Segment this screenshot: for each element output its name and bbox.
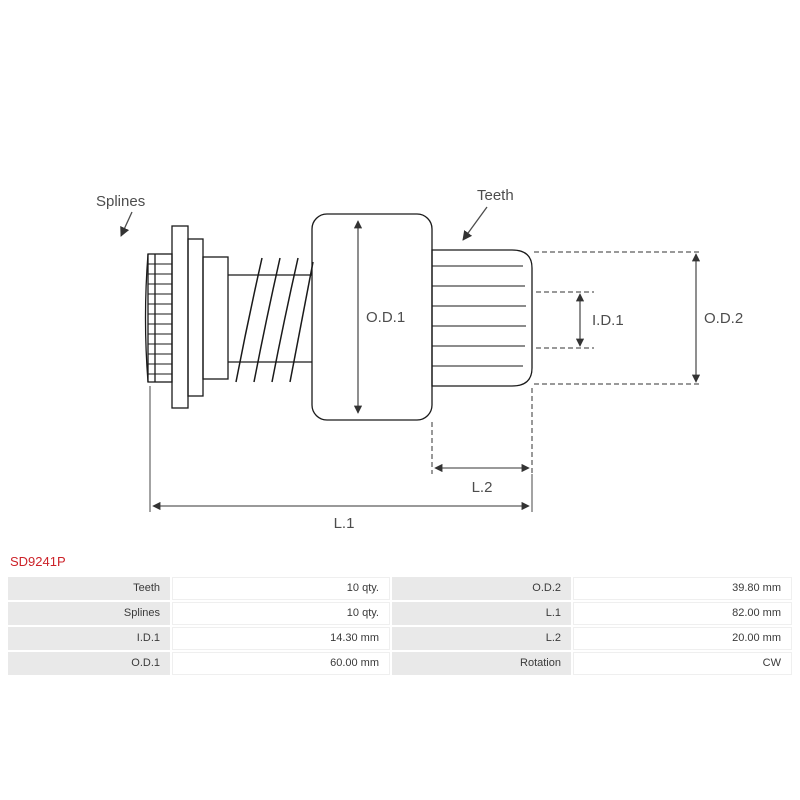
spec-label-teeth: Teeth xyxy=(8,577,170,600)
dim-od2: O.D.2 xyxy=(534,251,743,385)
spec-value-od1: 60.00 mm xyxy=(172,652,390,675)
technical-drawing: Splines Teeth xyxy=(96,187,743,532)
teeth-pointer-arrow xyxy=(462,206,488,241)
front-flange xyxy=(171,225,189,409)
spec-table: Teeth 10 qty. O.D.2 39.80 mm Splines 10 … xyxy=(8,577,792,675)
pinion-gear xyxy=(431,249,533,387)
splined-shaft xyxy=(144,253,173,383)
part-number: SD9241P xyxy=(10,554,66,569)
starter-drive-diagram: Splines Teeth xyxy=(96,187,743,532)
teeth-label: Teeth xyxy=(477,187,514,204)
collar xyxy=(202,256,229,380)
spec-value-teeth: 10 qty. xyxy=(172,577,390,600)
spec-label-od2: O.D.2 xyxy=(392,577,571,600)
spec-label-splines: Splines xyxy=(8,602,170,625)
dim-id1: I.D.1 xyxy=(536,291,624,349)
rear-flange xyxy=(187,238,204,397)
l1-label: L.1 xyxy=(334,515,355,532)
spring xyxy=(235,257,314,383)
shaft xyxy=(228,274,312,363)
spec-label-id1: I.D.1 xyxy=(8,627,170,650)
spec-label-od1: O.D.1 xyxy=(8,652,170,675)
l2-label: L.2 xyxy=(472,479,493,496)
spec-value-rotation: CW xyxy=(573,652,792,675)
splines-pointer-arrow xyxy=(120,211,133,237)
spec-label-l2: L.2 xyxy=(392,627,571,650)
od1-label: O.D.1 xyxy=(366,309,405,326)
spec-value-id1: 14.30 mm xyxy=(172,627,390,650)
spec-value-l1: 82.00 mm xyxy=(573,602,792,625)
spec-value-od2: 39.80 mm xyxy=(573,577,792,600)
dim-od1: O.D.1 xyxy=(353,220,405,414)
od2-label: O.D.2 xyxy=(704,310,743,327)
spec-label-rotation: Rotation xyxy=(392,652,571,675)
spec-value-splines: 10 qty. xyxy=(172,602,390,625)
id1-label: I.D.1 xyxy=(592,312,624,329)
spec-label-l1: L.1 xyxy=(392,602,571,625)
splines-label: Splines xyxy=(96,193,145,210)
dim-l1: L.1 xyxy=(149,386,533,532)
spec-value-l2: 20.00 mm xyxy=(573,627,792,650)
dim-l2: L.2 xyxy=(431,388,533,496)
